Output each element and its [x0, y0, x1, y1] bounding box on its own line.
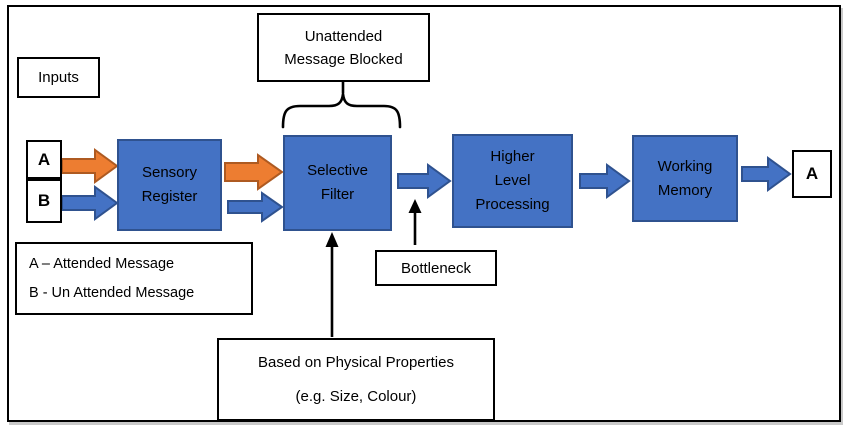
- input-a-label: A: [37, 149, 51, 169]
- legend-line-attended: A – Attended Message: [29, 256, 175, 273]
- basis-line: (e.g. Size, Colour): [295, 387, 417, 405]
- annotation-line: Unattended: [304, 27, 383, 45]
- legend-line-unattended: B - Un Attended Message: [29, 284, 195, 301]
- unattended-brace-icon: [281, 80, 402, 129]
- bottleneck-label-box: Bottleneck: [375, 250, 497, 286]
- annotation-line: Message Blocked: [284, 50, 403, 68]
- input-b-box: B: [26, 179, 62, 223]
- basis-box: Based on Physical Properties (e.g. Size,…: [217, 338, 495, 421]
- higher-to-working-arrow-icon: [579, 163, 631, 199]
- output-a-box: A: [792, 150, 832, 198]
- stage-line: Level: [494, 172, 531, 189]
- filter-to-higher-arrow-icon: [397, 163, 452, 199]
- unattended-input-arrow-icon: [61, 185, 119, 221]
- attended-input-arrow-icon: [61, 148, 119, 184]
- stage-line: Selective: [307, 162, 368, 179]
- input-a-box: A: [26, 140, 62, 179]
- diagram-outer-frame: [7, 5, 841, 422]
- stage-line: Memory: [657, 181, 713, 199]
- attended-filter-arrow-icon: [224, 153, 284, 191]
- stage-line: Processing: [475, 196, 550, 213]
- input-b-label: B: [37, 191, 51, 210]
- inputs-label: Inputs: [38, 69, 79, 86]
- stage-line: Higher: [490, 148, 535, 165]
- inputs-label-box: Inputs: [17, 57, 100, 98]
- output-a-label: A: [805, 164, 819, 183]
- stage-line: Register: [141, 188, 198, 205]
- stage-working-memory: Working Memory: [632, 135, 738, 222]
- bottleneck-label: Bottleneck: [400, 259, 472, 277]
- basis-line: Based on Physical Properties: [258, 354, 454, 372]
- stage-line: Filter: [320, 186, 355, 203]
- stage-selective-filter: Selective Filter: [283, 135, 392, 231]
- stage-higher-level-processing: Higher Level Processing: [452, 134, 573, 228]
- working-to-output-arrow-icon: [741, 156, 792, 192]
- stage-sensory-register: Sensory Register: [117, 139, 222, 231]
- unattended-filter-arrow-icon: [227, 191, 284, 223]
- stage-line: Sensory: [141, 164, 198, 181]
- bottleneck-pointer-arrow-icon: [408, 199, 422, 245]
- unattended-message-blocked-box: Unattended Message Blocked: [257, 13, 430, 82]
- stage-line: Working: [657, 157, 713, 175]
- legend-box: A – Attended Message B - Un Attended Mes…: [15, 242, 253, 315]
- basis-pointer-arrow-icon: [325, 232, 339, 337]
